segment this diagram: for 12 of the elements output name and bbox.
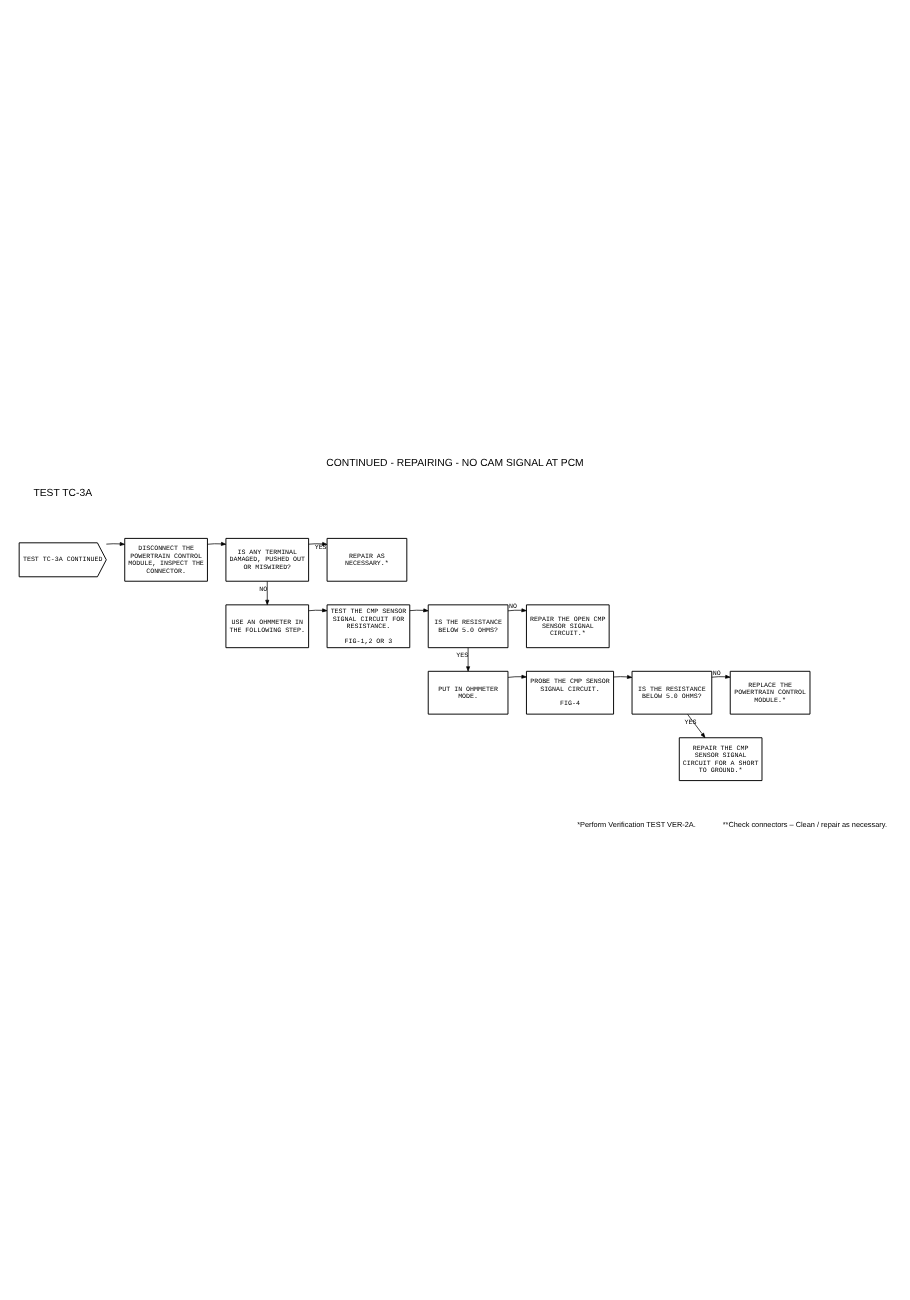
arrow <box>711 673 731 678</box>
arrow <box>308 541 328 545</box>
arrow <box>265 580 270 604</box>
arrow <box>507 607 527 612</box>
arrow <box>687 713 706 737</box>
arrow <box>207 540 227 545</box>
arrow <box>105 541 125 545</box>
arrow <box>409 607 429 612</box>
arrow <box>466 646 471 671</box>
arrow <box>507 673 527 678</box>
arrow <box>308 607 328 612</box>
arrow <box>613 674 633 678</box>
